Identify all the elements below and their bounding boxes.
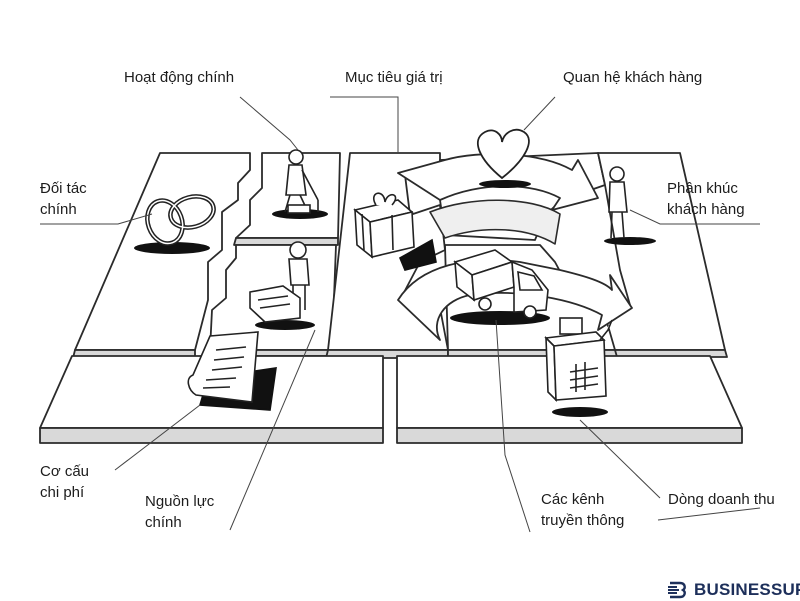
callout-line-revenue-streams (579, 419, 661, 499)
callout-line-value-propositions (330, 96, 399, 153)
worker-figure-icon (272, 149, 328, 219)
label-value-propositions: Mục tiêu giá trị (345, 69, 443, 86)
brand-name: BUSINESSUP (694, 580, 800, 599)
label-key-resources: Nguồn lực chính (145, 493, 215, 531)
callout-line-cost-structure (114, 404, 201, 471)
person-machine-icon (249, 241, 315, 330)
gift-box-icon (353, 192, 437, 271)
label-customer-relationships: Quan hệ khách hàng (563, 69, 703, 86)
callout-line-key-partners (40, 213, 153, 225)
label-customer-segments: Phân khúc khách hàng (667, 180, 745, 218)
brand-logo: BUSINESSUP (668, 579, 800, 601)
label-key-partners: Đối tác chính (40, 180, 87, 218)
callout-line-revenue-top (657, 507, 761, 521)
callout-lines (40, 96, 761, 533)
flow-arrow-middle (429, 199, 561, 245)
rings-icon (134, 194, 216, 254)
businessup-logo-icon (668, 581, 686, 599)
callout-line-key-resources (229, 329, 316, 531)
callout-line-customer-relationships (523, 96, 556, 131)
label-channels: Các kênh truyền thông (541, 491, 625, 529)
callout-line-channels (495, 319, 531, 533)
callout-line-customer-segments (629, 209, 760, 225)
delivery-truck-icon (450, 249, 550, 325)
callout-line-key-activities (239, 96, 299, 151)
label-revenue-streams: Dòng doanh thu (668, 491, 775, 508)
customer-person-icon (604, 166, 656, 245)
label-cost-structure: Cơ cấu chi phí (40, 463, 90, 501)
cash-register-icon (544, 317, 613, 417)
heart-icon (476, 128, 531, 188)
label-key-activities: Hoạt động chính (124, 69, 235, 86)
document-icon (187, 331, 277, 411)
